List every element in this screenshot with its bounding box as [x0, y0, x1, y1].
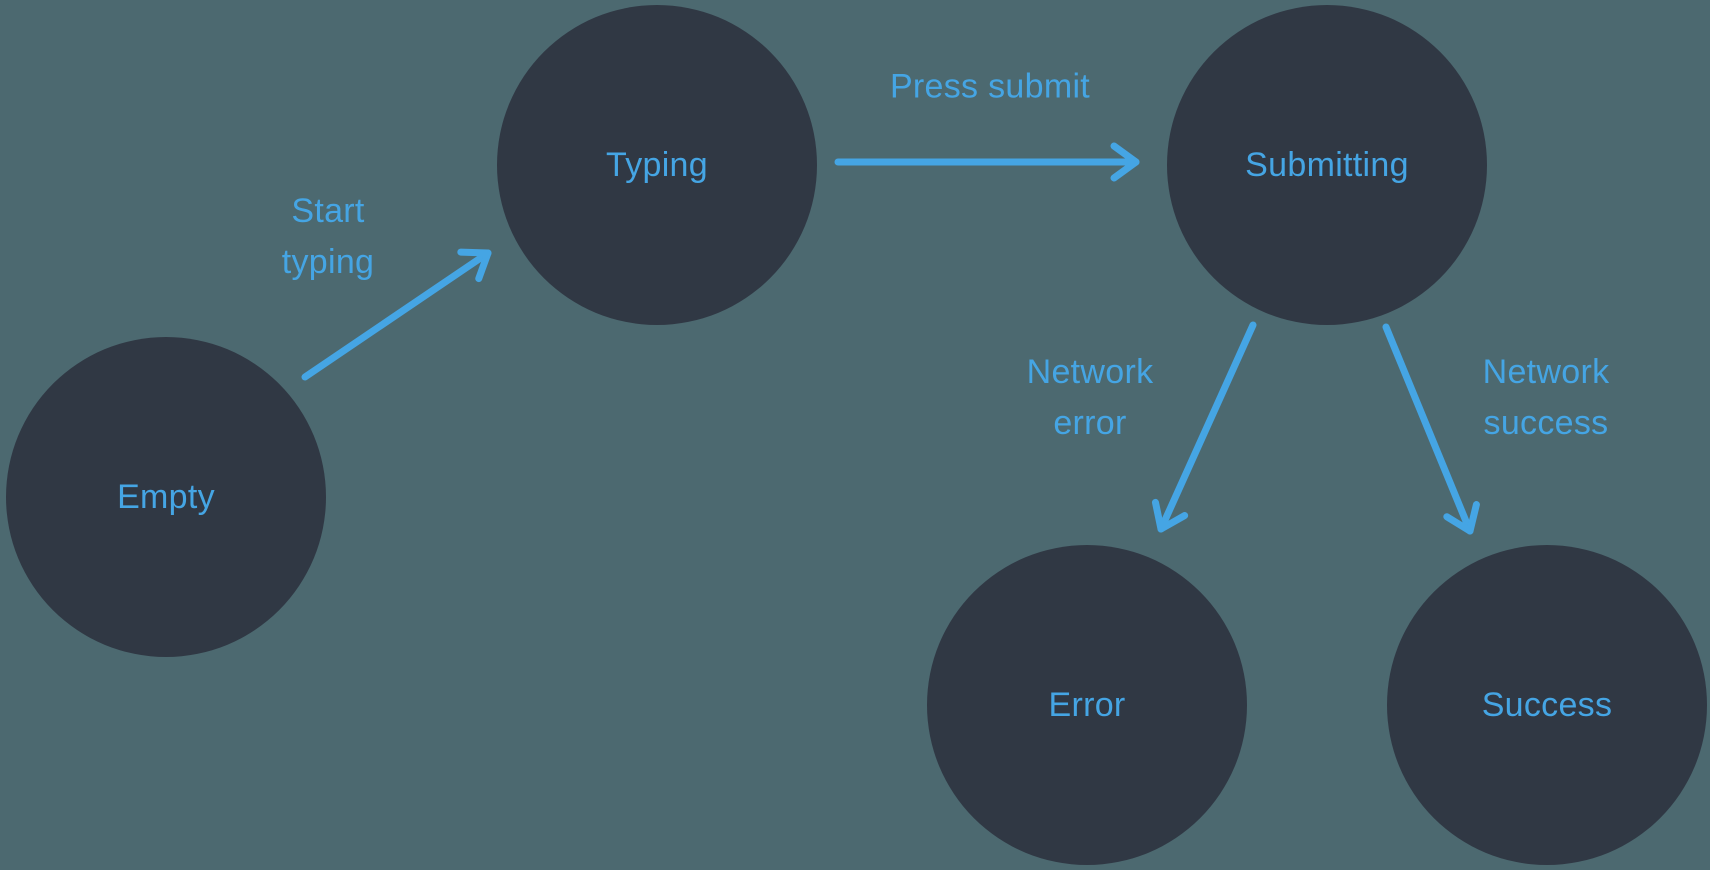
state-label-error: Error [1048, 685, 1126, 724]
transition-label-network-success: Network success [1482, 353, 1610, 442]
state-node-submitting: Submitting [1167, 5, 1487, 325]
state-label-typing: Typing [606, 145, 708, 184]
transition-label-start-typing: Start typing [281, 192, 375, 281]
state-label-success: Success [1481, 685, 1613, 724]
transition-arrow-network-success [1382, 323, 1480, 535]
transition-arrow-network-error [1151, 321, 1257, 533]
state-node-error: Error [927, 545, 1247, 865]
transition-label-press-submit: Press submit [889, 67, 1091, 106]
state-node-empty: Empty [6, 337, 326, 657]
state-node-success: Success [1387, 545, 1707, 865]
state-node-typing: Typing [497, 5, 817, 325]
transition-label-network-error: Network error [1026, 353, 1154, 442]
transition-arrow-start-typing [301, 248, 492, 381]
state-label-empty: Empty [117, 477, 215, 516]
state-label-submitting: Submitting [1245, 145, 1409, 184]
